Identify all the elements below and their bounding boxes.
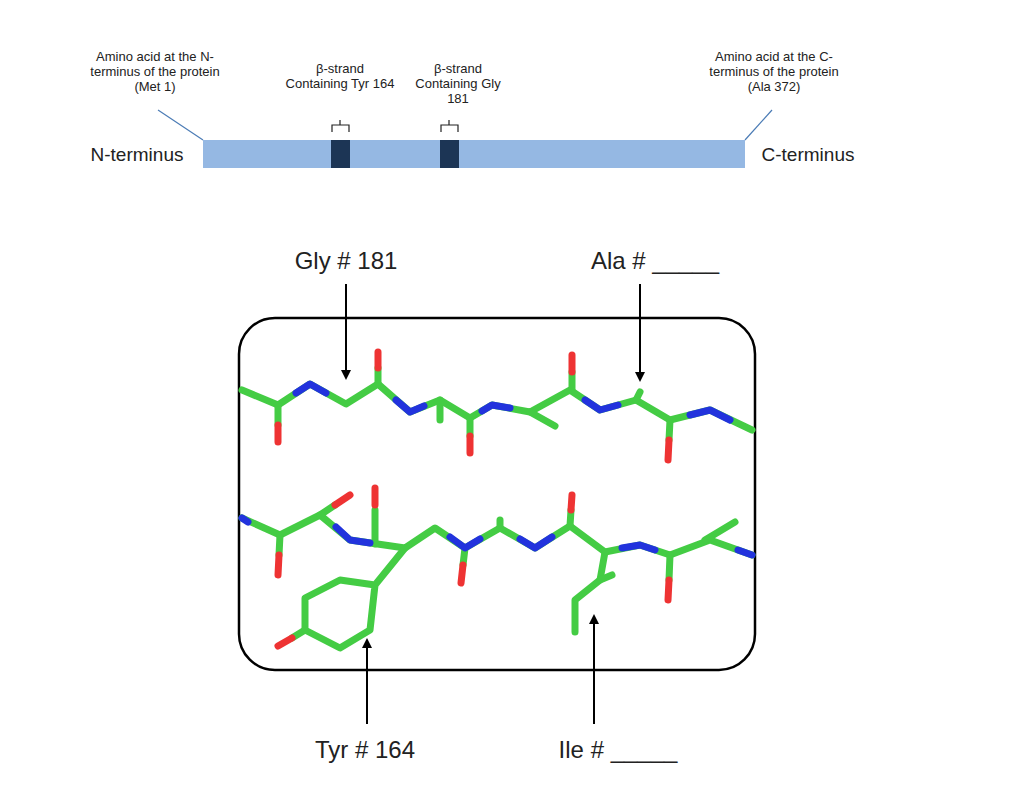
terminus-label: N-terminus — [77, 144, 197, 166]
strand-block — [331, 140, 350, 168]
structure-panel — [239, 318, 755, 670]
bracket — [441, 120, 458, 132]
residue-label: Ala # _____ — [560, 247, 750, 275]
leader-line — [158, 110, 203, 140]
residue-label: Ile # _____ — [523, 736, 713, 764]
strand-block — [440, 140, 459, 168]
terminus-note: Amino acid at the C-terminus of the prot… — [699, 50, 849, 95]
protein-bar — [203, 140, 745, 168]
residue-label: Gly # 181 — [261, 247, 431, 275]
strand-note: β-strand Containing Tyr 164 — [285, 62, 395, 92]
leader-line — [745, 110, 772, 140]
bracket — [332, 120, 349, 132]
terminus-note: Amino acid at the N-terminus of the prot… — [85, 50, 225, 95]
residue-label: Tyr # 164 — [280, 736, 450, 764]
terminus-label: C-terminus — [748, 144, 868, 166]
callout-arrows — [346, 284, 640, 724]
strand-note: β-strand Containing Gly 181 — [403, 62, 513, 107]
beta-strands — [242, 352, 752, 648]
